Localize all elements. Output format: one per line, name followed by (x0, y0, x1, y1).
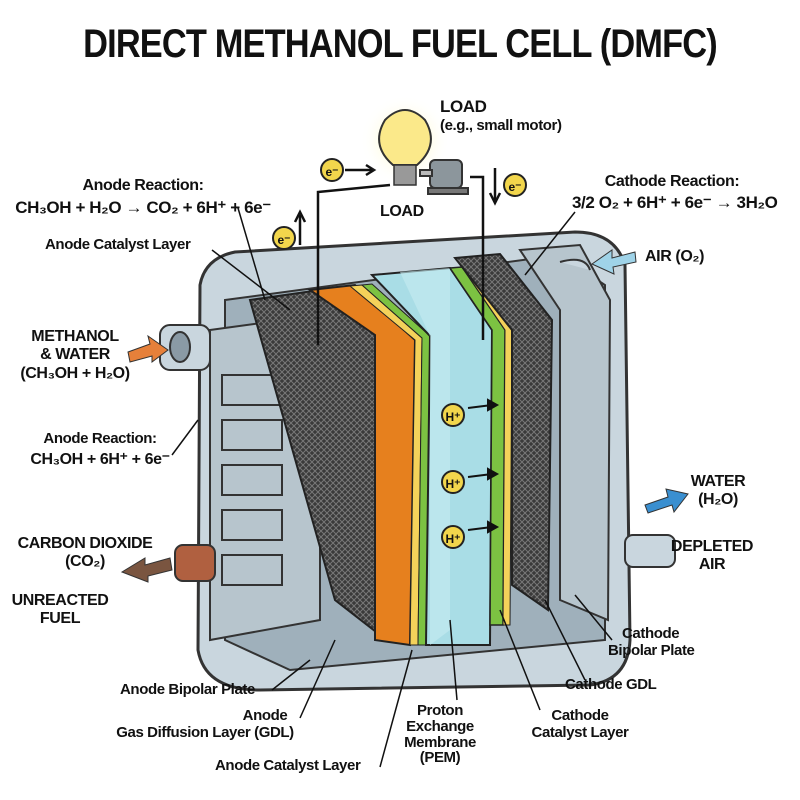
anode-gdl-line: Anode (242, 707, 288, 724)
water-line: (H₂O) (698, 491, 738, 509)
cathode-catalyst-label: Cathode Catalyst Layer (510, 707, 650, 742)
cathode-bipolar-label: Cathode Bipolar Plate (608, 625, 695, 660)
cathode-catalyst-line: Catalyst Layer (531, 724, 629, 742)
cathode-reaction-title: Cathode Reaction: (604, 173, 740, 190)
depleted-line: DEPLETED (670, 538, 754, 555)
pem-line: (PEM) (419, 749, 461, 767)
methanol-line: (CH₃OH + H₂O) (20, 364, 130, 382)
motor-icon (419, 159, 469, 195)
electron-badge: e⁻ (503, 173, 527, 197)
anode-bipolar-label: Anode Bipolar Plate (120, 681, 255, 698)
water-outlet-port (624, 534, 676, 568)
cathode-catalyst-line: Cathode (551, 707, 609, 724)
pem-label: Proton Exchange Membrane (PEM) (390, 703, 490, 766)
cathode-gdl (453, 252, 554, 612)
air-inlet-label: AIR (O₂) (645, 248, 705, 265)
cathode-gdl-label: Cathode GDL (565, 676, 657, 693)
load-subtitle: (e.g., small motor) (440, 117, 562, 134)
cathode-bipolar-plate (518, 243, 612, 622)
cathode-reaction-equation: 3/2 O₂ + 6H⁺ + 6e⁻ → 3H₂O (572, 193, 778, 212)
proton-badge: H⁺ (441, 470, 465, 494)
depleted-air-label: DEPLETED AIR (662, 538, 762, 575)
anode-reaction-title: Anode Reaction: (82, 177, 204, 194)
anode-reaction-2-title: Anode Reaction: (43, 430, 157, 447)
depleted-line: AIR (698, 556, 726, 574)
methanol-label: METHANOL & WATER (CH₃OH + H₂O) (0, 328, 150, 383)
co2-line: CARBON DIOXIDE (17, 535, 153, 552)
electron-badge: e⁻ (320, 158, 344, 182)
unreacted-line: UNREACTED (11, 592, 109, 609)
pem-line: Exchange (406, 717, 474, 735)
unreacted-line: FUEL (39, 610, 81, 628)
water-arrow (644, 488, 689, 514)
air-arrow (590, 249, 637, 275)
cathode-bipolar-line: Cathode (622, 625, 680, 642)
anode-catalyst-label-top: Anode Catalyst Layer (45, 236, 191, 253)
light-bulb-icon (360, 95, 450, 186)
proton-badge: H⁺ (441, 525, 465, 549)
co2-outlet-port (174, 544, 216, 582)
water-outlet-label: WATER (H₂O) (668, 473, 768, 510)
cathode-bipolar-line: Bipolar Plate (608, 642, 695, 660)
diagram-title: DIRECT METHANOL FUEL CELL (DMFC) (83, 22, 718, 66)
external-circuit (293, 163, 502, 345)
anode-catalyst-label-bottom: Anode Catalyst Layer (215, 757, 361, 774)
co2-line: (CO₂) (65, 553, 105, 571)
anode-reaction-equation: CH₃OH + H₂O → CO₂ + 6H⁺ + 6e⁻ (15, 198, 271, 217)
load-label: LOAD (380, 203, 424, 220)
anode-gdl-line: Gas Diffusion Layer (GDL) (116, 724, 294, 742)
leader-lines (171, 207, 613, 768)
co2-outlet-label: CARBON DIOXIDE (CO₂) (0, 535, 170, 572)
methanol-line: & WATER (40, 346, 110, 364)
anode-gdl-label: Anode Gas Diffusion Layer (GDL) (90, 707, 320, 742)
load-title: LOAD (440, 97, 487, 116)
unreacted-fuel-label: UNREACTED FUEL (10, 592, 110, 629)
methanol-arrow (127, 334, 169, 363)
methanol-inlet-port (159, 324, 211, 371)
pem-line: Proton (417, 702, 463, 719)
electron-badge: e⁻ (272, 226, 296, 250)
pem-line: Membrane (404, 733, 476, 751)
proton-badge: H⁺ (441, 403, 465, 427)
water-line: WATER (690, 473, 746, 490)
methanol-line: METHANOL (31, 328, 119, 345)
proton-arrows (467, 398, 500, 534)
co2-arrow (120, 557, 173, 583)
anode-reaction-2-equation: CH₃OH + 6H⁺ + 6e⁻ (30, 451, 170, 468)
